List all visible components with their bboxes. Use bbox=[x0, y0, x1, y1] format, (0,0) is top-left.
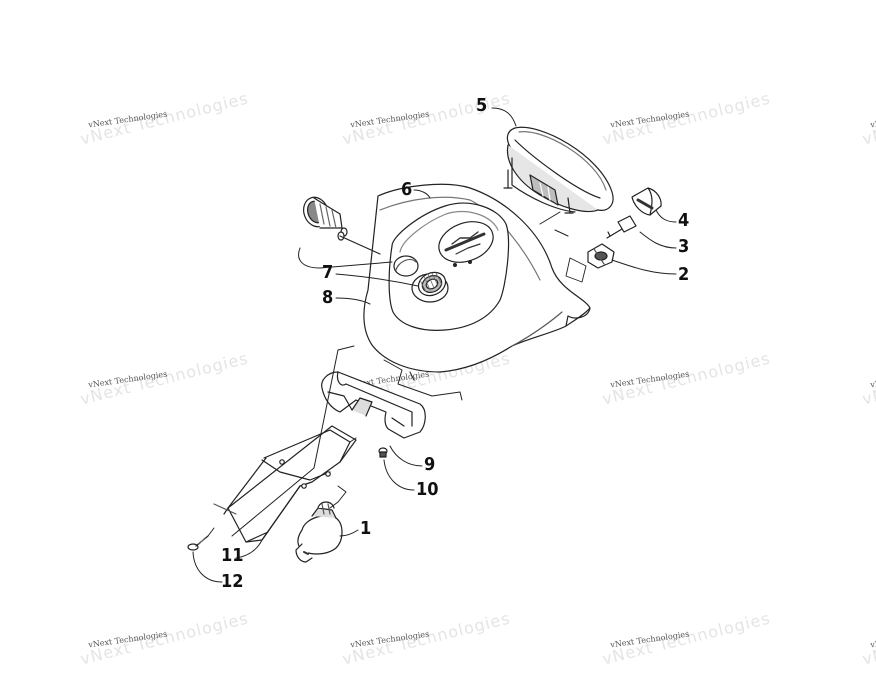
callout-6: 6 bbox=[401, 179, 413, 200]
callout-5: 5 bbox=[476, 95, 488, 116]
callout-11: 11 bbox=[221, 545, 244, 566]
part-9-bezel-frame bbox=[321, 371, 426, 439]
callout-3: 3 bbox=[678, 236, 690, 257]
part-4-switch-cap bbox=[631, 187, 662, 216]
part-7-ignition-boss bbox=[417, 271, 447, 297]
part-8-console-shell bbox=[363, 183, 591, 373]
callout-1: 1 bbox=[360, 518, 372, 539]
callout-8: 8 bbox=[322, 287, 334, 308]
part-10-plug bbox=[378, 447, 388, 458]
callout-2: 2 bbox=[678, 264, 690, 285]
leader-lines bbox=[192, 107, 677, 583]
callout-12: 12 bbox=[221, 571, 244, 592]
power-outlet bbox=[303, 196, 381, 255]
part-5-gauge-housing bbox=[503, 126, 614, 214]
callout-10: 10 bbox=[416, 479, 439, 500]
part-2-lock-nut bbox=[587, 243, 615, 269]
callout-4: 4 bbox=[678, 210, 690, 231]
callout-9: 9 bbox=[424, 454, 436, 475]
callout-7: 7 bbox=[322, 262, 334, 283]
part-3-key bbox=[606, 215, 637, 239]
part-12-screw bbox=[187, 535, 209, 551]
part-1-ignition-switch bbox=[295, 501, 343, 563]
